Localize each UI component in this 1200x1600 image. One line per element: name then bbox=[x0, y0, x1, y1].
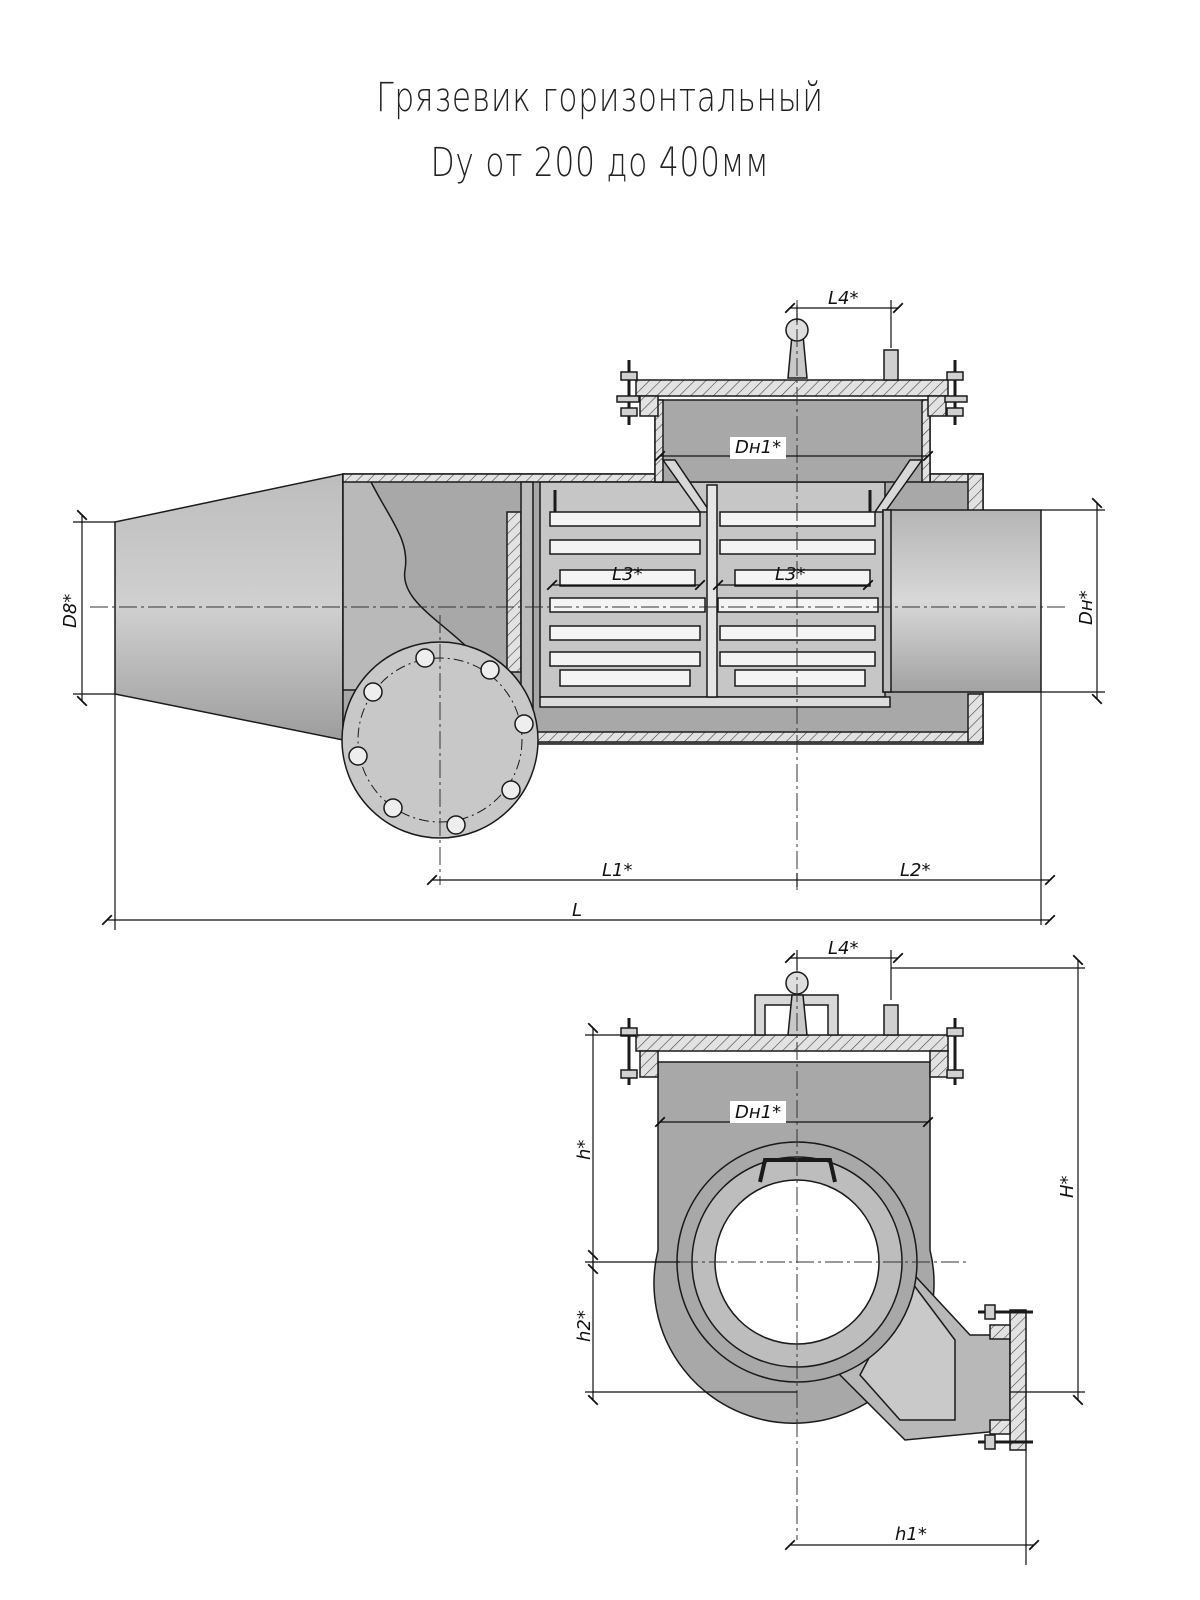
side-section-view bbox=[114, 318, 1042, 839]
dim-h: h* bbox=[574, 1140, 595, 1160]
dim-L2: L2* bbox=[900, 860, 930, 881]
center-lines-bottom bbox=[680, 955, 970, 1540]
housing-wall-top bbox=[342, 473, 659, 483]
front-bolt-left bbox=[620, 1018, 638, 1085]
dim-L1: L1* bbox=[602, 860, 632, 881]
dimension-labels-top: L4* Dн1* L3* L3* D8* Dн* L1* L2* L bbox=[60, 288, 1097, 921]
center-lines-top bbox=[90, 300, 1065, 890]
dim-L4-bottom: L4* bbox=[828, 938, 858, 959]
dim-Dn1-top: Dн1* bbox=[735, 437, 781, 458]
front-cover-flange bbox=[635, 1034, 949, 1052]
cover-chamber bbox=[654, 399, 931, 483]
housing-wall-right-low bbox=[967, 693, 984, 743]
dimensions-top bbox=[73, 300, 1105, 930]
dimensions-bottom bbox=[585, 950, 1085, 1565]
dim-Dn1-bottom: Dн1* bbox=[735, 1102, 781, 1123]
dim-H: H* bbox=[1057, 1175, 1078, 1198]
air-vent-pipe bbox=[883, 349, 899, 381]
top-cover-flange bbox=[635, 379, 949, 397]
inner-partition bbox=[506, 511, 522, 673]
dimension-labels-bottom: L4* Dн1* h* H* h2* h1* bbox=[574, 938, 1078, 1545]
dim-Dn: Dн* bbox=[1076, 590, 1097, 625]
center-rod bbox=[706, 484, 718, 698]
outlet-flange bbox=[1009, 1309, 1027, 1451]
front-view bbox=[620, 971, 1033, 1451]
drawing-title-line-1: Грязевик горизонтальный bbox=[376, 75, 824, 121]
dim-D8: D8* bbox=[60, 594, 81, 628]
outlet-pipe bbox=[882, 509, 1042, 693]
dim-L: L bbox=[572, 900, 582, 921]
dim-L3-right: L3* bbox=[775, 564, 805, 585]
dim-L3-left: L3* bbox=[612, 564, 642, 585]
dim-h1: h1* bbox=[895, 1524, 927, 1545]
front-handle-loop bbox=[754, 994, 839, 1036]
dim-h2: h2* bbox=[574, 1310, 595, 1342]
dim-L4-top: L4* bbox=[828, 288, 858, 309]
housing-wall-bottom bbox=[504, 731, 984, 743]
front-bolt-right bbox=[946, 1018, 964, 1085]
cover-bolt-left bbox=[616, 360, 640, 425]
cover-bolt-right bbox=[944, 360, 968, 425]
drawing-title-line-2: Dу от 200 до 400мм bbox=[430, 140, 770, 186]
front-vent-pipe bbox=[883, 1004, 899, 1036]
